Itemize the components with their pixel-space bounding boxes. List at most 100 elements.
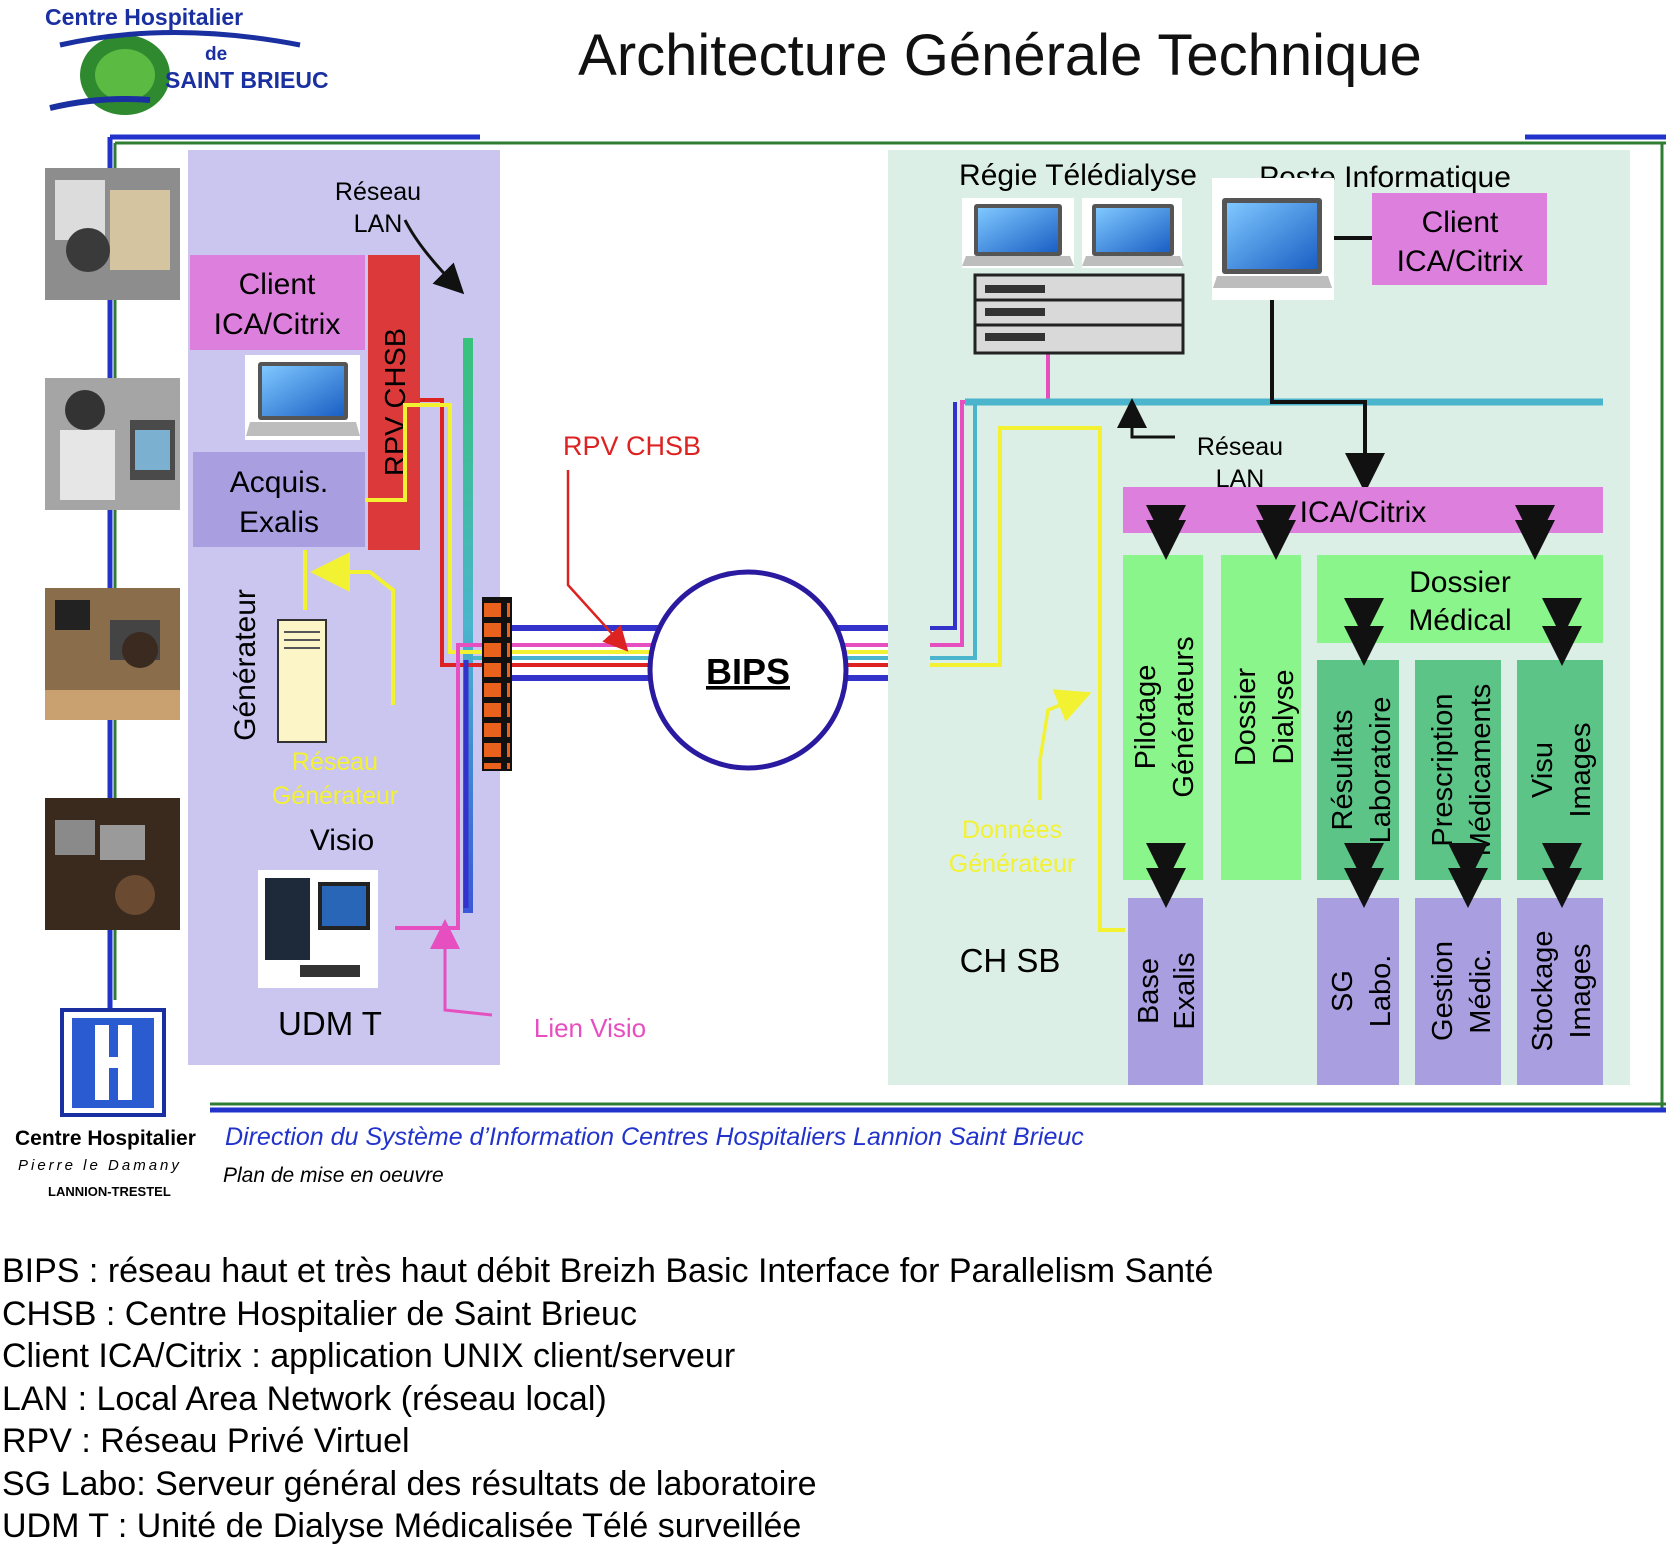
module-visu-images: Visu Images [1517,660,1603,880]
ica-citrix-bar: ICA/Citrix [1123,487,1603,533]
svg-text:Dossier: Dossier [1230,668,1262,767]
visio-link-arrow [430,919,493,1017]
plan-text: Plan de mise en oeuvre [223,1164,444,1187]
svg-text:Acquis.: Acquis. [230,466,328,499]
server-tower-icon [277,619,327,743]
svg-text:Pilotage: Pilotage [1130,665,1162,770]
poste-laptop-icon [1212,178,1334,300]
network-switch-icon [973,273,1185,355]
udm-reseau-lan-label: Réseau LAN [335,178,421,238]
svg-text:Générateur: Générateur [272,782,398,810]
svg-text:Données: Données [962,816,1062,844]
udm-name: UDM T [278,1005,382,1042]
direction-text: Direction du Système d’Information Centr… [225,1123,1084,1151]
acquis-exalis-box: Acquis. Exalis [193,452,365,547]
svg-text:ICA/Citrix: ICA/Citrix [214,308,341,341]
svg-text:ICA/Citrix: ICA/Citrix [1397,245,1524,278]
logo-line-1: Centre Hospitalier [45,4,243,30]
udm-lan-arrow [403,219,465,295]
glossary-legend: BIPS : réseau haut et très haut débit Br… [2,1250,1213,1548]
rpv-chsb-label: RPV CHSB [563,431,701,461]
svg-text:RPV CHSB: RPV CHSB [380,328,412,476]
svg-text:Gestion: Gestion [1427,941,1459,1041]
legend-item: BIPS : réseau haut et très haut débit Br… [2,1252,1214,1290]
chsb-client-box: Client ICA/Citrix [1372,193,1547,285]
module-pilotage-generateurs: Pilotage Générateurs [1123,555,1203,880]
udm-laptop-icon [245,355,360,440]
regie-laptop-icon-1 [962,198,1074,268]
svg-text:Exalis: Exalis [239,506,319,539]
svg-text:Réseau: Réseau [292,748,378,776]
rpv-chsb-arrow [566,470,629,652]
chsb-network-links [930,305,1125,932]
svg-text:Images: Images [1565,722,1597,817]
svg-text:Médical: Médical [1408,604,1511,637]
lien-visio-label: Lien Visio [534,1013,646,1043]
lannion-logo: Centre Hospitalier Pierre le Damany LANN… [15,1008,196,1199]
svg-text:Base: Base [1133,958,1165,1024]
regie-laptop-icon-2 [1082,198,1184,268]
svg-text:Laboratoire: Laboratoire [1365,697,1397,844]
module-prescription-medicaments: Prescription Médicaments [1415,660,1501,880]
module-dossier-medical: Dossier Médical [1317,555,1603,643]
donnees-generateur-label: Données Générateur [949,816,1075,878]
photo-office-workers [45,588,180,720]
photo-doctor-screen [45,378,180,510]
page-title: Architecture Générale Technique [578,23,1422,88]
svg-text:Générateur: Générateur [229,589,262,741]
svg-text:BIPS: BIPS [706,651,790,692]
legend-item: RPV : Réseau Privé Virtuel [2,1422,410,1460]
svg-text:Pierre le Damany: Pierre le Damany [18,1157,182,1174]
server-base-exalis: Base Exalis [1128,898,1203,1085]
svg-text:ICA/Citrix: ICA/Citrix [1300,496,1427,529]
photo-dialysis-station [45,168,180,300]
svg-text:Stockage: Stockage [1527,931,1559,1052]
udm-lan-line [463,338,473,913]
svg-text:LANNION-TRESTEL: LANNION-TRESTEL [48,1184,171,1199]
logo-line-3: SAINT BRIEUC [165,67,329,93]
svg-text:Exalis: Exalis [1169,952,1201,1029]
svg-text:LAN: LAN [354,210,403,238]
chsb-lan-arrow [1117,398,1175,439]
svg-text:Labo.: Labo. [1365,955,1397,1028]
svg-text:Prescription: Prescription [1427,693,1459,846]
legend-item: UDM T : Unité de Dialyse Médicalisée Tél… [2,1507,802,1545]
chsb-name: CH SB [960,942,1061,979]
visio-computer-icon [258,870,378,988]
photo-control-room [45,798,180,930]
svg-text:Résultats: Résultats [1327,710,1359,831]
svg-text:Générateur: Générateur [949,850,1075,878]
firewall-left [482,597,512,771]
svg-text:Centre Hospitalier: Centre Hospitalier [15,1127,196,1150]
module-connectors [1146,505,1582,908]
module-dossier-dialyse: Dossier Dialyse [1221,555,1301,880]
legend-item: LAN : Local Area Network (réseau local) [2,1379,607,1418]
module-resultats-laboratoire: Résultats Laboratoire [1317,660,1399,880]
svg-text:Dialyse: Dialyse [1268,669,1300,764]
reseau-generateur-label: Réseau Générateur [272,748,398,810]
svg-text:SG: SG [1327,970,1359,1012]
svg-text:Client: Client [1422,206,1499,239]
svg-text:Médicaments: Médicaments [1465,684,1497,856]
legend-item: CHSB : Centre Hospitalier de Saint Brieu… [2,1294,637,1333]
svg-text:Dossier: Dossier [1409,566,1511,599]
poste-to-ica-arrow [1270,300,1385,493]
svg-text:Médic.: Médic. [1465,948,1497,1033]
photo-column [45,168,180,930]
server-gestion-medic: Gestion Médic. [1415,898,1501,1085]
visio-label: Visio [310,824,374,857]
legend-item: SG Labo: Serveur général des résultats d… [2,1464,817,1503]
regie-title: Régie Télédialyse [959,159,1197,192]
svg-text:Générateurs: Générateurs [1168,636,1200,797]
generator-network-line [305,550,395,705]
legend-item: Client ICA/Citrix : application UNIX cli… [2,1337,736,1375]
udm-client-box: Client ICA/Citrix [190,255,365,350]
svg-text:Réseau: Réseau [335,178,421,206]
svg-text:Client: Client [239,268,316,301]
server-sg-labo: SG Labo. [1317,898,1399,1085]
logo-line-2: de [205,44,227,65]
svg-text:Visu: Visu [1527,742,1559,798]
bips-node: BIPS [647,569,849,771]
donnees-generateur-arrow [1038,689,1092,800]
rpv-chsb-bar: RPV CHSB [368,255,420,550]
